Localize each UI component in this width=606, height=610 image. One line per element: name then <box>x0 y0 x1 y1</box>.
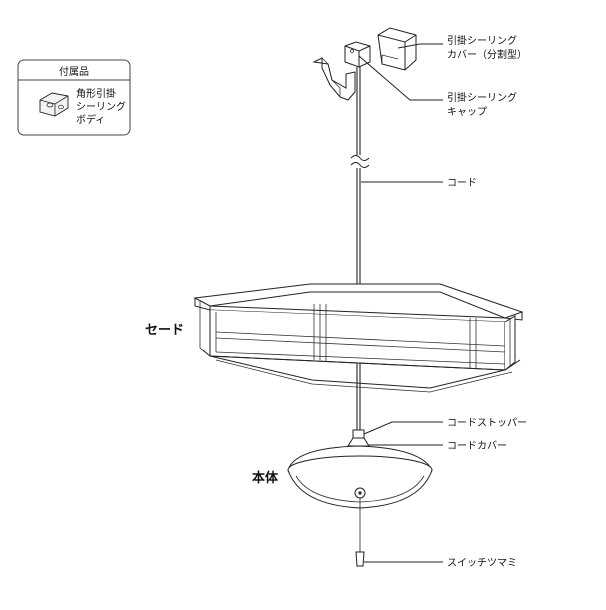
label-ceiling-cap-line-1: 引掛シーリング <box>447 91 517 104</box>
square-ceiling-body-icon <box>39 92 69 117</box>
cord-stopper <box>352 429 365 439</box>
accessory-item-line-3: ボディ <box>76 113 105 126</box>
ceiling-cover-split <box>312 27 417 101</box>
label-ceiling-cover-line-1: 引掛シーリング <box>447 34 517 47</box>
label-cord-stopper: コードストッパー <box>447 417 527 429</box>
accessory-title: 付属品 <box>59 65 89 78</box>
label-switch-knob: スイッチツマミ <box>447 557 517 569</box>
accessory-box: 付属品 角形引掛 シーリング ボディ <box>17 59 131 136</box>
accessory-item-line-1: 角形引掛 <box>76 87 116 100</box>
shade <box>193 283 524 393</box>
cord <box>350 67 370 430</box>
ceiling-cap <box>344 41 371 68</box>
label-ceiling-cover-line-2: カバー（分割型） <box>447 48 527 61</box>
label-cord-cover: コードカバー <box>447 440 507 452</box>
label-body: 本体 <box>252 470 279 486</box>
cord-cover <box>347 437 370 447</box>
main-body <box>287 445 433 509</box>
leader-lines <box>358 43 443 563</box>
label-cord: コード <box>447 178 477 189</box>
accessory-item-line-2: シーリング <box>76 100 126 113</box>
switch-knob <box>355 498 365 567</box>
label-ceiling-cap-line-2: キャップ <box>447 106 487 118</box>
label-shade: セード <box>145 323 184 338</box>
